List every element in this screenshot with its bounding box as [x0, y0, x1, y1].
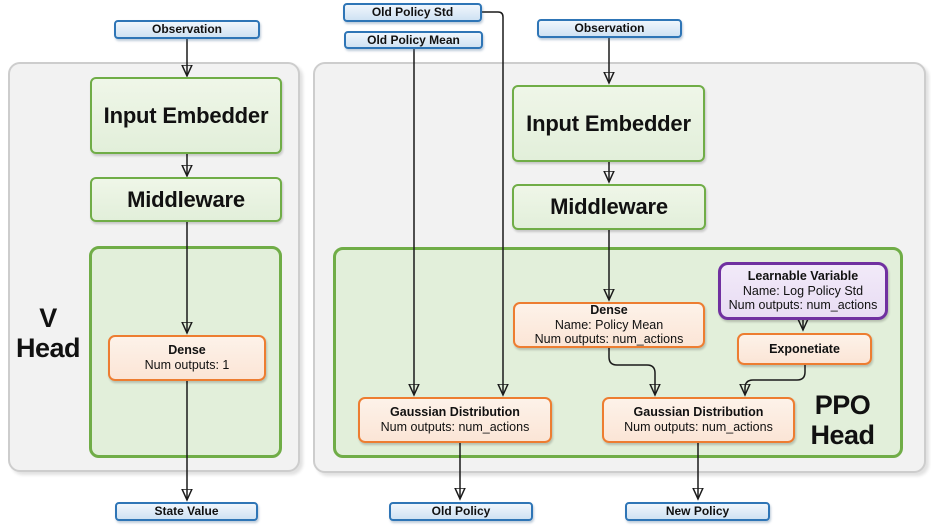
observation-label: Observation: [574, 21, 645, 36]
exponetiate-node: Exponetiate: [737, 333, 872, 365]
v-head-label-line1: V: [39, 303, 57, 333]
gaussian-outputs: Num outputs: num_actions: [624, 420, 773, 434]
dense-title: Dense: [590, 302, 628, 317]
gaussian-title: Gaussian Distribution: [390, 405, 520, 420]
gaussian-distribution-old-node: Gaussian Distribution Num outputs: num_a…: [358, 397, 552, 443]
input-embedder-label: Input Embedder: [103, 102, 269, 128]
old-policy-label: Old Policy: [431, 504, 491, 519]
learnable-title: Learnable Variable: [747, 268, 859, 283]
old-policy-std-label: Old Policy Std: [371, 5, 454, 20]
dense-title: Dense: [168, 343, 206, 358]
observation-node-right: Observation: [537, 19, 682, 38]
learnable-name: Name: Log Policy Std: [742, 283, 864, 298]
new-policy-label: New Policy: [665, 504, 730, 519]
v-head-label: V Head: [10, 303, 86, 363]
gaussian-title: Gaussian Distribution: [633, 405, 764, 420]
gaussian-outputs: Num outputs: num_actions: [380, 420, 530, 434]
middleware-node-right: Middleware: [512, 184, 706, 230]
middleware-label: Middleware: [550, 194, 668, 220]
dense-outputs: Num outputs: 1: [144, 358, 230, 372]
v-head-label-line2: Head: [15, 333, 81, 363]
observation-label: Observation: [151, 22, 223, 37]
learnable-variable-node: Learnable Variable Name: Log Policy Std …: [718, 262, 888, 320]
gaussian-distribution-new-node: Gaussian Distribution Num outputs: num_a…: [602, 397, 795, 443]
dense-node-left: Dense Num outputs: 1: [108, 335, 266, 381]
learnable-outputs: Num outputs: num_actions: [728, 298, 878, 313]
ppo-head-label: PPO Head: [800, 390, 885, 450]
state-value-label: State Value: [154, 504, 219, 519]
dense-policy-mean-node: Dense Name: Policy Mean Num outputs: num…: [513, 302, 705, 348]
input-embedder-label: Input Embedder: [526, 110, 691, 136]
dense-name: Name: Policy Mean: [554, 317, 664, 332]
old-policy-mean-node: Old Policy Mean: [344, 31, 483, 49]
ppo-head-label-line1: PPO: [814, 390, 871, 420]
new-policy-node: New Policy: [625, 502, 770, 521]
input-embedder-node-right: Input Embedder: [512, 85, 705, 162]
old-policy-node: Old Policy: [389, 502, 533, 521]
ppo-head-label-line2: Head: [810, 420, 875, 450]
middleware-label: Middleware: [127, 186, 245, 212]
middleware-node-left: Middleware: [90, 177, 282, 222]
old-policy-mean-label: Old Policy Mean: [367, 32, 460, 47]
old-policy-std-node: Old Policy Std: [343, 3, 482, 22]
state-value-node: State Value: [115, 502, 258, 521]
exponetiate-label: Exponetiate: [769, 341, 840, 356]
dense-outputs: Num outputs: num_actions: [534, 332, 684, 347]
input-embedder-node-left: Input Embedder: [90, 77, 282, 154]
observation-node-left: Observation: [114, 20, 260, 39]
